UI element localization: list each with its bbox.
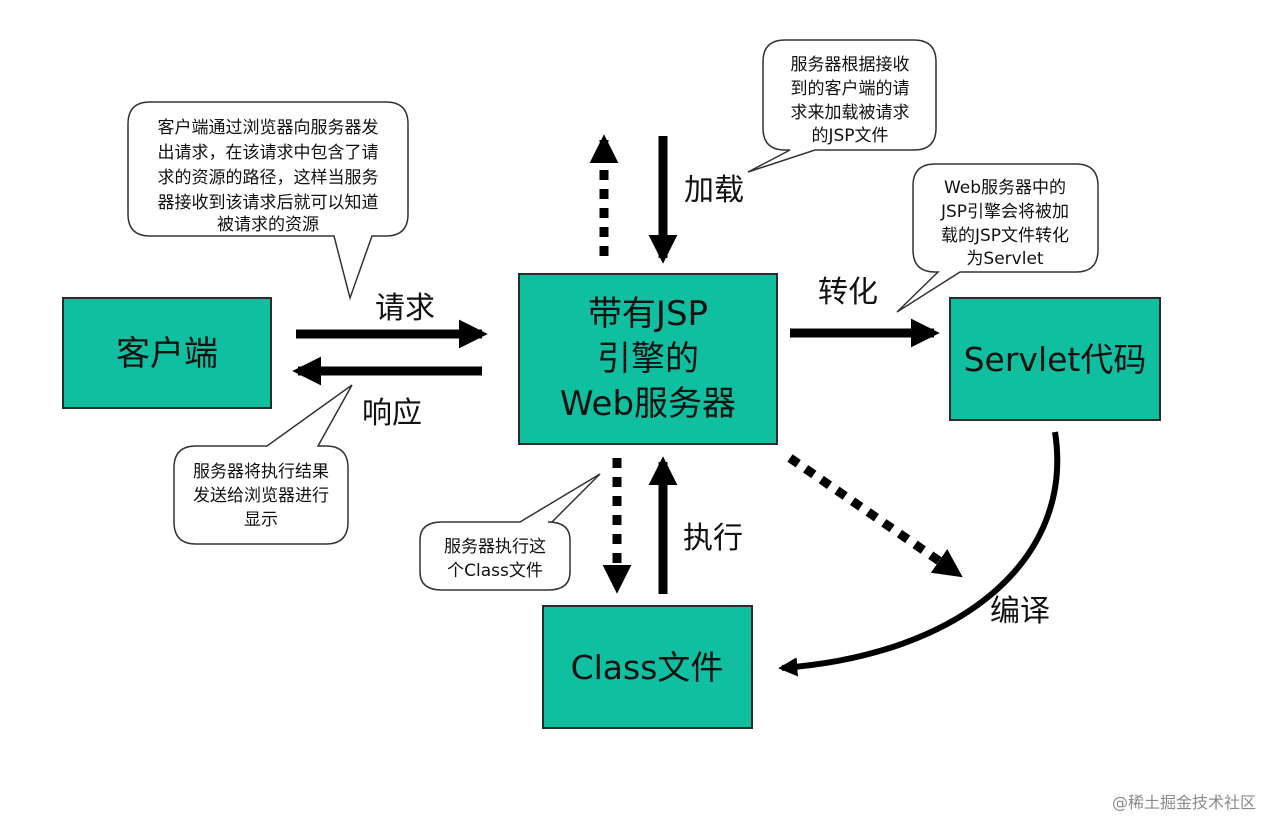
edge-label-request: 请求	[375, 291, 435, 326]
edge-label-compile: 编译	[990, 594, 1050, 629]
callout-jsp-engine-line2: JSP引擎会将被加	[940, 202, 1069, 222]
callout-client-request-line5: 被请求的资源	[217, 215, 319, 235]
callout-server-execute: 服务器执行这 个Class文件	[419, 473, 601, 591]
callout-server-load-line1: 服务器根据接收	[791, 55, 910, 75]
edge-label-load: 加载	[684, 173, 744, 208]
node-web-server-line3: Web服务器	[560, 384, 736, 424]
callout-client-request-line4: 器接收到该请求后就可以知道	[158, 193, 379, 213]
node-client-label: 客户端	[116, 334, 218, 374]
callout-client-request-line2: 出请求，在该请求中包含了请	[158, 143, 379, 163]
callout-client-request-line3: 求的资源的路径，这样当服务	[158, 168, 379, 188]
callout-jsp-engine-line1: Web服务器中的	[944, 178, 1066, 198]
edge-label-execute: 执行	[683, 521, 743, 556]
callout-server-response-line1: 服务器将执行结果	[193, 462, 329, 482]
node-web-server: 带有JSP 引擎的 Web服务器	[518, 273, 778, 445]
node-web-server-line1: 带有JSP	[588, 294, 708, 334]
arrow-dotted-diagonal	[787, 454, 963, 578]
edge-label-convert: 转化	[818, 275, 878, 310]
callout-server-response-line2: 发送给浏览器进行	[193, 486, 329, 506]
node-servlet-label: Servlet代码	[964, 340, 1147, 379]
node-class-file: Class文件	[542, 605, 753, 729]
arrow-compile	[778, 431, 1061, 677]
callout-server-load-line4: 的JSP文件	[811, 126, 888, 146]
callout-server-load: 服务器根据接收 到的客户端的请 求来加载被请求 的JSP文件	[747, 39, 937, 173]
edge-label-response: 响应	[362, 396, 422, 431]
node-class-file-label: Class文件	[571, 648, 724, 687]
callout-jsp-engine-line4: 为Servlet	[966, 249, 1043, 269]
watermark: @稀土掘金技术社区	[1111, 793, 1256, 812]
callout-server-load-line2: 到的客户端的请	[791, 79, 910, 99]
callout-server-load-line3: 求来加载被请求	[791, 103, 910, 123]
callout-server-response-line3: 显示	[244, 510, 278, 530]
callout-client-request-line1: 客户端通过浏览器向服务器发	[158, 118, 379, 138]
callout-client-request: 客户端通过浏览器向服务器发 出请求，在该请求中包含了请 求的资源的路径，这样当服…	[127, 101, 409, 301]
callout-server-response: 服务器将执行结果 发送给浏览器进行 显示	[173, 384, 353, 545]
callout-server-execute-line1: 服务器执行这	[444, 537, 546, 557]
callout-jsp-engine-line3: 载的JSP文件转化	[941, 226, 1069, 246]
node-servlet: Servlet代码	[949, 297, 1161, 421]
callout-jsp-engine: Web服务器中的 JSP引擎会将被加 载的JSP文件转化 为Servlet	[896, 163, 1099, 313]
node-client: 客户端	[62, 297, 272, 409]
callout-server-execute-line2: 个Class文件	[447, 561, 543, 581]
node-web-server-line2: 引擎的	[597, 339, 699, 379]
